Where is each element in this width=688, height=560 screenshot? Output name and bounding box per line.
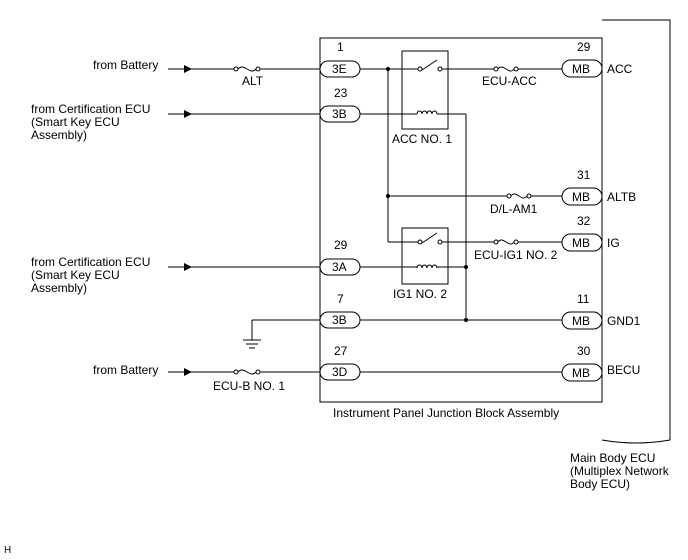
ecu-signal-becu: BECU (607, 363, 640, 377)
fuse-ecu-ig1-no2-symbol (497, 239, 515, 245)
jb-connector-3b-bottom-label: 3B (332, 313, 347, 327)
source-cert-2-line2: (Smart Key ECU (31, 268, 120, 282)
junction-block-box (319, 37, 603, 403)
ecu-signal-altb: ALTB (607, 190, 636, 204)
ecu-connector-mb-becu (561, 363, 603, 382)
ecu-connector-mb-acc-label: MB (572, 62, 590, 76)
main-ecu-label-line1: Main Body ECU (570, 451, 655, 465)
ecu-pin-num-29: 29 (577, 40, 591, 54)
relay-ig1-coil (416, 264, 438, 269)
ecu-pin-num-32: 32 (577, 214, 591, 228)
source-cert-1-line1: from Certification ECU (31, 102, 150, 116)
main-ecu-box (601, 19, 671, 444)
junction-dot (464, 318, 468, 322)
fuse-ecu-b-no1-label: ECU-B NO. 1 (213, 379, 285, 393)
ecu-signal-acc: ACC (607, 62, 633, 76)
ecu-connector-mb-altb (561, 187, 603, 206)
source-cert-1-line3: Assembly) (31, 128, 87, 142)
source-cert-2-line3: Assembly) (31, 281, 87, 295)
relay-acc-no1 (401, 50, 449, 130)
jb-pin-num-7: 7 (337, 292, 344, 306)
ecu-signal-ig: IG (607, 236, 620, 250)
ecu-connector-mb-ig-label: MB (572, 236, 590, 250)
source-battery-2: from Battery (93, 363, 158, 377)
jb-connector-3a-label: 3A (332, 260, 347, 274)
ecu-signal-gnd1: GND1 (607, 314, 641, 328)
junction-dot (464, 265, 468, 269)
ecu-pin-num-11: 11 (577, 292, 590, 306)
jb-connector-3e-label: 3E (332, 62, 347, 76)
ecu-connector-mb-becu-label: MB (572, 366, 590, 380)
main-ecu-label-line3: Body ECU) (570, 477, 630, 491)
fuse-dl-am1-label: D/L-AM1 (490, 202, 538, 216)
ecu-pin-num-31: 31 (577, 168, 591, 182)
jb-connector-3d-label: 3D (332, 365, 348, 379)
fuse-alt-symbol (237, 66, 257, 72)
main-ecu-label-line2: (Multiplex Network (570, 464, 670, 478)
fuse-ecu-acc-label: ECU-ACC (482, 74, 537, 88)
fuse-ecu-b-no1-symbol (237, 369, 257, 375)
jb-pin-num-29: 29 (334, 238, 348, 252)
footer-mark: H (4, 545, 11, 556)
source-cert-2-line1: from Certification ECU (31, 255, 150, 269)
relay-acc-coil (416, 110, 438, 115)
ecu-connector-mb-gnd1 (561, 311, 603, 330)
jb-connector-3b-top-label: 3B (332, 107, 347, 121)
fuse-ecu-acc-symbol (497, 66, 515, 72)
junction-block-label: Instrument Panel Junction Block Assembly (333, 406, 559, 420)
fuse-ecu-ig1-no2-label: ECU-IG1 NO. 2 (474, 248, 558, 262)
jb-pin-num-27: 27 (334, 344, 348, 358)
relay-acc-label: ACC NO. 1 (392, 132, 452, 146)
ecu-pin-num-30: 30 (577, 344, 591, 358)
ecu-connector-mb-gnd1-label: MB (572, 314, 590, 328)
relay-ig1-no2 (401, 227, 449, 285)
fuse-alt-label: ALT (242, 74, 264, 88)
source-cert-1-line2: (Smart Key ECU (31, 115, 120, 129)
source-battery-1: from Battery (93, 58, 158, 72)
jb-pin-num-1: 1 (337, 40, 344, 54)
ecu-connector-mb-ig (561, 233, 603, 252)
relay-ig1-switch (421, 232, 438, 244)
fuse-dl-am1-symbol (510, 193, 528, 199)
ecu-connector-mb-altb-label: MB (572, 190, 590, 204)
relay-ig1-label: IG1 NO. 2 (393, 287, 447, 301)
relay-acc-switch (421, 59, 438, 71)
jb-pin-num-23: 23 (334, 86, 348, 100)
ecu-connector-mb-acc (561, 59, 603, 78)
